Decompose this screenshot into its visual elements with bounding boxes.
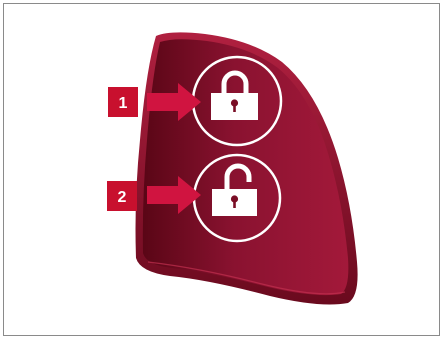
callout-badge-2: 2	[107, 181, 137, 211]
callout-badge-1: 1	[108, 87, 138, 117]
callout-number-2: 2	[118, 189, 127, 206]
callout-number-1: 1	[119, 95, 128, 112]
